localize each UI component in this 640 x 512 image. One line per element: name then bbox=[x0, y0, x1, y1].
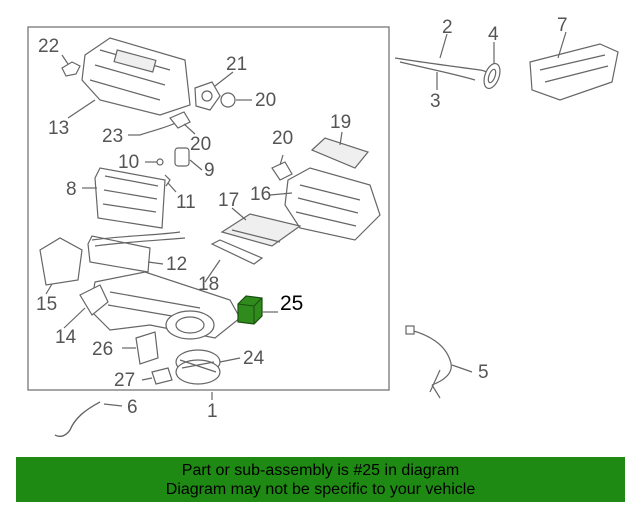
label-16: 16 bbox=[250, 184, 271, 205]
banner-line-2: Diagram may not be specific to your vehi… bbox=[165, 481, 476, 498]
leader-lines bbox=[45, 31, 567, 407]
part-22-clip[interactable] bbox=[61, 61, 81, 77]
label-21: 21 bbox=[226, 54, 247, 75]
label-18: 18 bbox=[198, 274, 219, 295]
banner-line-1: Part or sub-assembly is #25 in diagram bbox=[181, 462, 460, 479]
label-27: 27 bbox=[114, 370, 135, 391]
label-24: 24 bbox=[243, 348, 265, 369]
blower-scroll[interactable] bbox=[165, 310, 215, 340]
label-5: 5 bbox=[478, 362, 489, 383]
part-15-duct[interactable] bbox=[39, 237, 83, 286]
label-6: 6 bbox=[127, 397, 138, 418]
part-10-sensor[interactable] bbox=[156, 158, 164, 166]
label-4: 4 bbox=[488, 24, 499, 45]
label-11: 11 bbox=[176, 192, 196, 213]
part-2-duct-rail[interactable] bbox=[394, 57, 491, 81]
label-8: 8 bbox=[66, 179, 77, 200]
part-14-bracket[interactable] bbox=[79, 284, 109, 316]
label-17: 17 bbox=[218, 190, 239, 211]
part-21-actuator[interactable] bbox=[194, 81, 221, 111]
label-22: 22 bbox=[38, 36, 59, 57]
part-4-vent[interactable] bbox=[481, 61, 503, 90]
part-24-blower-motor[interactable] bbox=[175, 349, 221, 385]
assembly-frame bbox=[27, 26, 390, 391]
label-26: 26 bbox=[92, 339, 113, 360]
label-25: 25 bbox=[280, 292, 303, 315]
part-20-actuator-c[interactable] bbox=[271, 161, 293, 181]
label-9: 9 bbox=[204, 160, 215, 181]
label-20a: 20 bbox=[255, 90, 276, 111]
part-20-actuator-a[interactable] bbox=[220, 92, 236, 108]
part-17-cabin-filter[interactable] bbox=[220, 213, 302, 247]
part-7-duct[interactable] bbox=[529, 43, 619, 101]
label-12: 12 bbox=[166, 254, 187, 275]
part-13-upper-case[interactable] bbox=[81, 37, 191, 116]
part-20-actuator-b[interactable] bbox=[169, 111, 191, 129]
part-25-blower-resistor[interactable] bbox=[237, 295, 263, 325]
label-7: 7 bbox=[557, 15, 568, 36]
part-23-cable[interactable] bbox=[139, 121, 179, 136]
parts-diagram: 22 21 20 13 23 20 10 9 8 11 20 19 16 17 … bbox=[27, 15, 619, 437]
label-14: 14 bbox=[55, 327, 77, 348]
label-2: 2 bbox=[442, 17, 453, 38]
part-6-drain-hose[interactable] bbox=[54, 401, 101, 437]
part-26-control-module[interactable] bbox=[135, 331, 159, 365]
label-15: 15 bbox=[36, 294, 57, 315]
label-10: 10 bbox=[118, 152, 139, 173]
part-19-filter[interactable] bbox=[310, 137, 370, 169]
info-banner: Part or sub-assembly is #25 in diagram D… bbox=[16, 457, 625, 502]
label-3: 3 bbox=[430, 91, 441, 112]
part-12-heater-core[interactable] bbox=[87, 231, 186, 273]
label-1: 1 bbox=[207, 401, 218, 422]
part-5-wire-harness[interactable] bbox=[405, 325, 452, 399]
part-27-bracket[interactable] bbox=[151, 367, 173, 385]
label-23: 23 bbox=[102, 126, 123, 147]
part-18-seal[interactable] bbox=[210, 239, 264, 265]
part-11-clip[interactable] bbox=[164, 174, 171, 187]
part-16-blower-case[interactable] bbox=[284, 167, 381, 241]
label-20c: 20 bbox=[272, 128, 293, 149]
label-20b: 20 bbox=[190, 134, 211, 155]
label-19: 19 bbox=[330, 112, 351, 133]
part-9-valve[interactable] bbox=[174, 147, 190, 167]
part-8-evaporator[interactable] bbox=[94, 167, 166, 229]
label-13: 13 bbox=[48, 118, 69, 139]
